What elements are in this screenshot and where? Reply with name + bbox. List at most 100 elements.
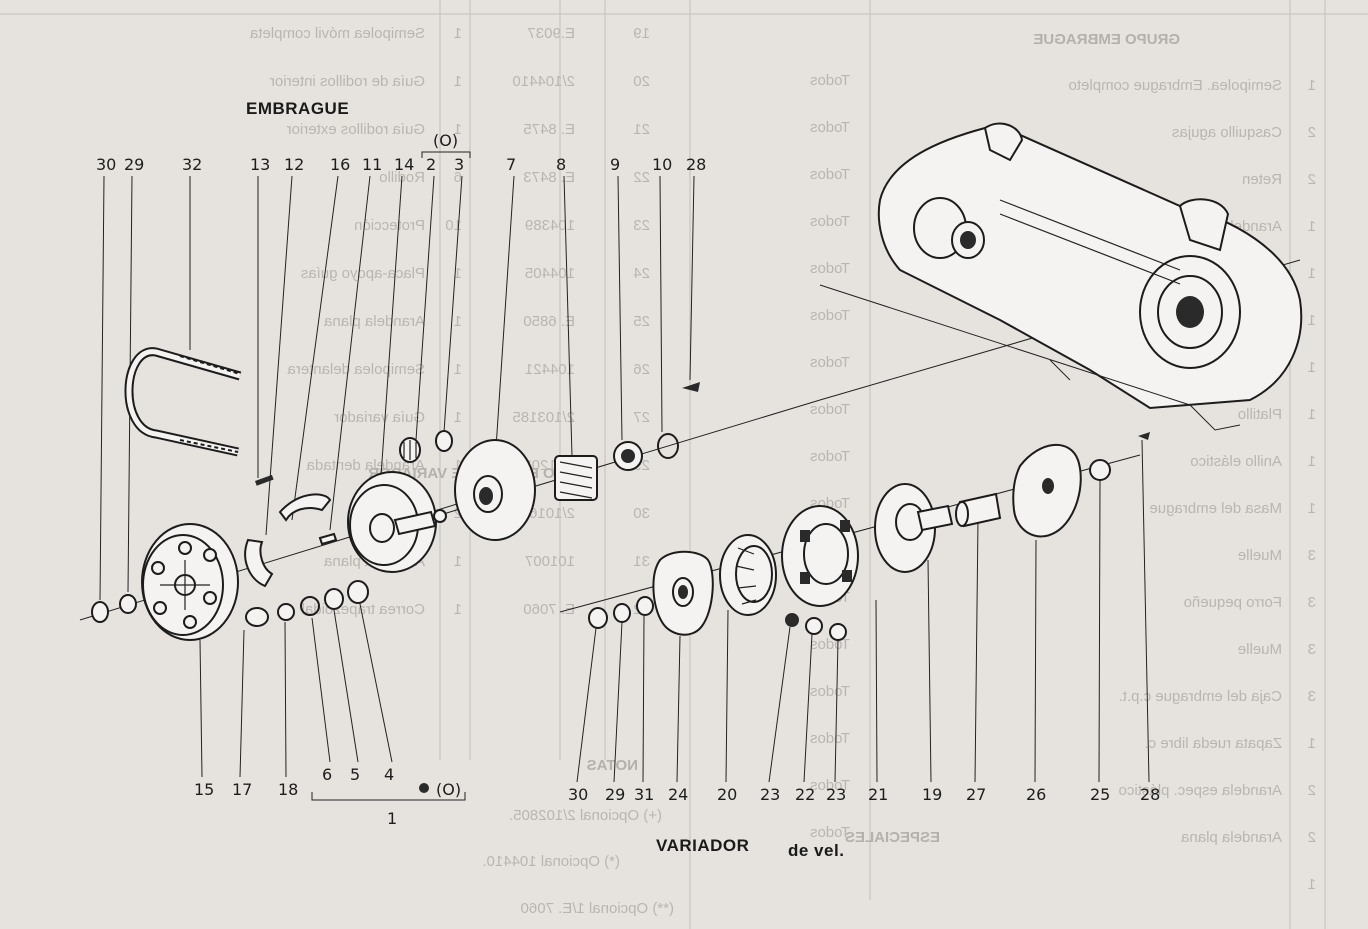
ghost-model: Todos — [810, 119, 850, 136]
callout-label: 12 — [284, 155, 304, 174]
leader-line — [834, 639, 839, 783]
crankcase-guide-2 — [1049, 359, 1071, 381]
leader-line — [613, 621, 623, 783]
callout-label: 18 — [278, 780, 298, 799]
washer-9-hole — [621, 449, 635, 463]
leader-line — [927, 559, 932, 783]
ghost-description: Reten — [1242, 171, 1282, 188]
washer-31 — [636, 596, 654, 616]
leader-line — [875, 599, 878, 783]
leader-line — [379, 175, 403, 491]
ghost-description: Semipolea. Embrague completo — [1069, 77, 1282, 94]
ghost-row-number: 24 — [633, 265, 650, 282]
ghost-row-desc: Guía de rodillos interior — [270, 73, 425, 90]
clutch-bell-15 — [141, 523, 239, 641]
ghost-row-qty: 1 — [454, 553, 462, 570]
ghost-qty: 3 — [1308, 688, 1316, 705]
callout-label: 28 — [686, 155, 706, 174]
callout-label: 25 — [1090, 785, 1110, 804]
roller-guide-21 — [781, 505, 859, 607]
ghost-row-desc: Guía rodillos exterior — [287, 121, 425, 138]
ghost-qty: 2 — [1308, 124, 1316, 141]
callout-label: 20 — [717, 785, 737, 804]
crankcase-dash-guide — [819, 284, 1241, 431]
ghost-row-qty: 1 — [454, 25, 462, 42]
key-28-right — [1138, 432, 1150, 440]
leader-line — [359, 603, 393, 763]
ghost-row-desc: Semipolea delantera — [287, 361, 425, 378]
ghost-qty: 2 — [1308, 782, 1316, 799]
leader-line — [617, 175, 623, 441]
ghost-row-qty: 1 — [454, 409, 462, 426]
ghost-qty: 3 — [1308, 594, 1316, 611]
callout-label: 9 — [610, 155, 620, 174]
washer-29 — [613, 603, 631, 623]
movable-semipulley-19 — [874, 483, 954, 573]
ghost-row-desc: Placa-apoyo guías — [301, 265, 425, 282]
ghost-description: Muelle — [1238, 641, 1282, 658]
ghost-row-ref: E. 8475 — [523, 121, 575, 138]
spring-8 — [554, 455, 598, 501]
ghost-qty: 3 — [1308, 547, 1316, 564]
ghost-qty: 1 — [1308, 77, 1316, 94]
callout-label: 4 — [384, 765, 394, 784]
ghost-notas: NOTAS — [587, 757, 638, 774]
ghost-description: Casquillo agujas — [1172, 124, 1282, 141]
leader-line — [803, 633, 813, 783]
callout-label: 30 — [96, 155, 116, 174]
bracket-optional — [421, 151, 471, 158]
ghost-qty: 2 — [1308, 829, 1316, 846]
ghost-row-qty: 1 — [454, 265, 462, 282]
ghost-description: Masa del embrague — [1149, 500, 1282, 517]
ghost-description: Forro pequeño — [1184, 594, 1282, 611]
callout-label: 6 — [322, 765, 332, 784]
callout-label: 21 — [868, 785, 888, 804]
ghost-row-ref: E.9037 — [527, 25, 575, 42]
ghost-especiales: ESPECIALES — [845, 829, 940, 846]
callout-label: 30 — [568, 785, 588, 804]
leader-line — [974, 519, 979, 783]
callout-label: 32 — [182, 155, 202, 174]
callout-label: 7 — [506, 155, 516, 174]
cover-23a — [785, 613, 799, 627]
semipulley-7 — [454, 439, 536, 541]
ghost-row-number: 20 — [633, 73, 650, 90]
callout-label: 5 — [350, 765, 360, 784]
leader-line — [1098, 479, 1101, 783]
ghost-row-desc: Semipolea móvil completa — [249, 25, 425, 42]
ghost-row-qty: 1 — [454, 361, 462, 378]
callout-label: 31 — [634, 785, 654, 804]
ghost-row-number: 19 — [633, 25, 650, 42]
ghost-qty: 1 — [1308, 735, 1316, 752]
ghost-description: Muelle — [1238, 547, 1282, 564]
callout-label: 19 — [922, 785, 942, 804]
ghost-row-desc: Arandela dentada — [306, 457, 425, 474]
ghost-qty: 2 — [1308, 171, 1316, 188]
leader-line — [689, 175, 695, 381]
ghost-row-desc: Protección — [354, 217, 425, 234]
ghost-note-2: (*) Opcional 104410. — [482, 853, 620, 870]
ghost-row-ref: E. 7060 — [523, 601, 575, 618]
callout-label: 11 — [362, 155, 382, 174]
callout-label: 22 — [795, 785, 815, 804]
leader-line — [642, 615, 645, 783]
ghost-row-desc: Arandela plana — [323, 313, 425, 330]
leader-line — [265, 175, 293, 536]
callout-label: (O) — [436, 780, 461, 799]
callout-label: 29 — [124, 155, 144, 174]
leader-line — [291, 175, 339, 521]
leader-line — [333, 609, 359, 763]
ghost-row-qty: 1 — [454, 601, 462, 618]
ghost-model: Todos — [810, 777, 850, 794]
ghost-description: Caja del embrague c.p.t. — [1119, 688, 1282, 705]
ghost-description: Platillo — [1238, 406, 1282, 423]
ghost-model: Todos — [810, 213, 850, 230]
leader-line — [199, 639, 203, 778]
ghost-model: Todos — [810, 166, 850, 183]
ghost-qty: 3 — [1308, 641, 1316, 658]
ghost-row-ref: 2/103185 — [512, 409, 575, 426]
needle-bearing-2 — [399, 437, 421, 463]
washer-17 — [245, 607, 269, 627]
leader-line — [1141, 439, 1150, 783]
ghost-description: Arandela plana — [1180, 829, 1282, 846]
